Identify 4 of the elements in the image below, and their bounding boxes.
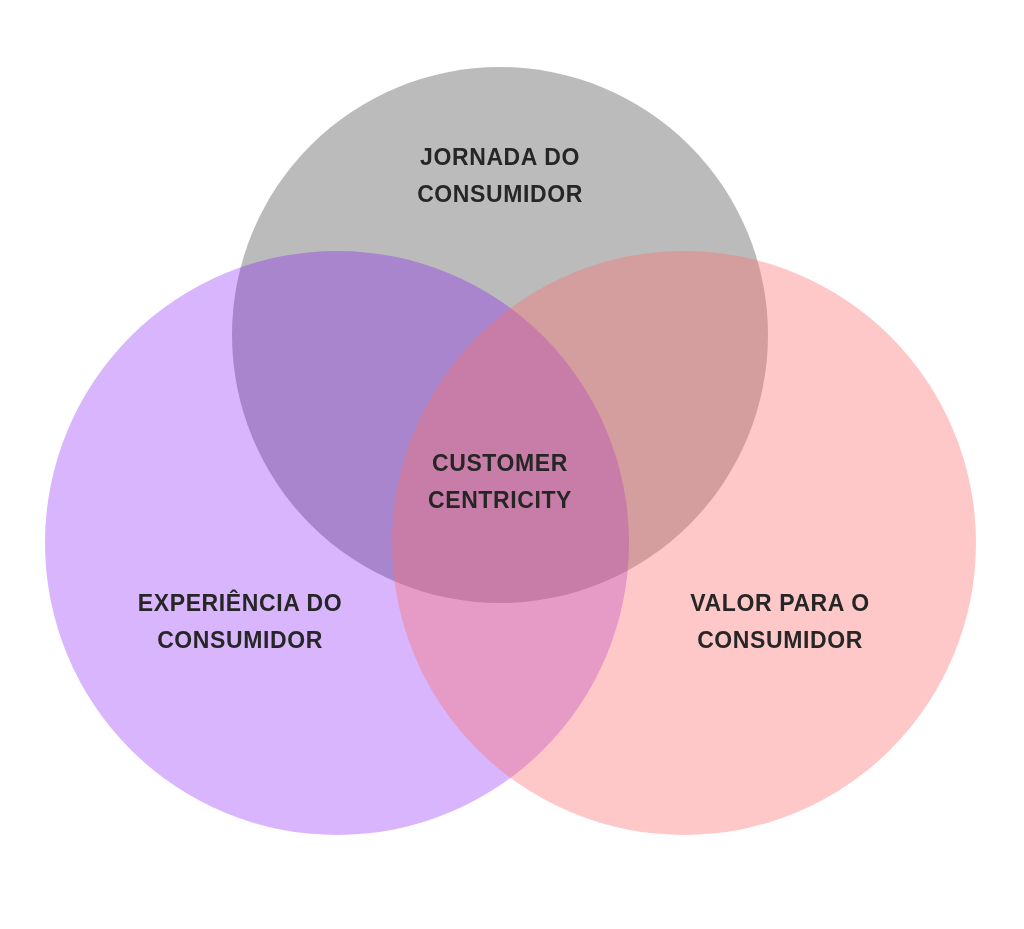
circle-label: JORNADA DO CONSUMIDOR (416, 143, 584, 209)
circle-label: VALOR PARA O CONSUMIDOR (689, 589, 871, 655)
intersection-label: CUSTOMER CENTRICITY (427, 449, 573, 515)
circle-label: EXPERIÊNCIA DO CONSUMIDOR (136, 588, 344, 655)
